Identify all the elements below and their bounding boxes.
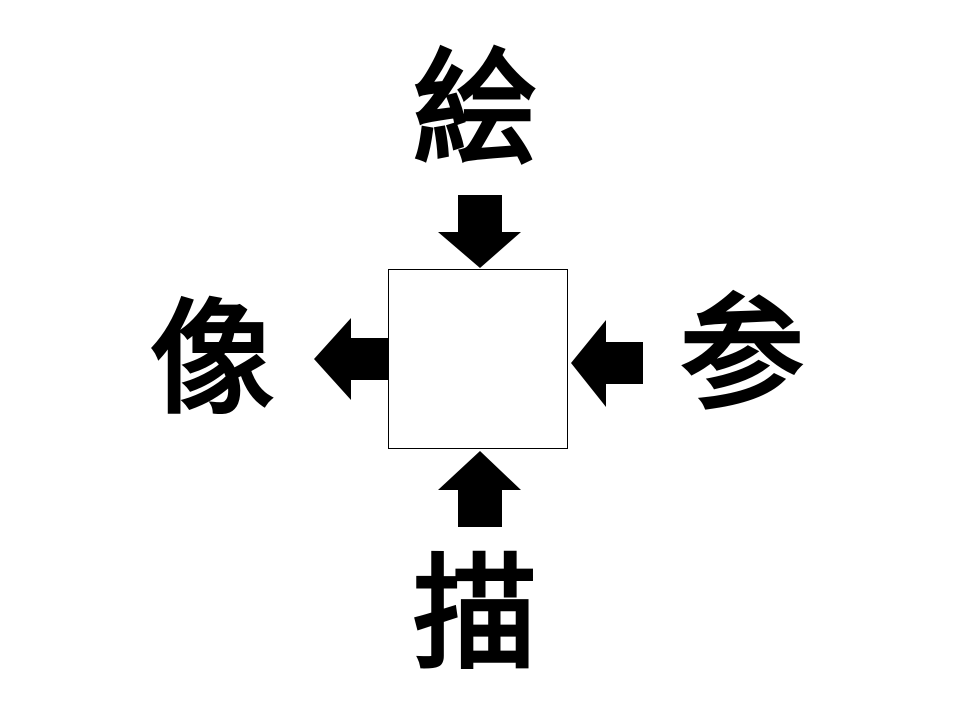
right-kanji: 参 [679,283,804,427]
arrow-left-icon [314,318,388,400]
answer-box[interactable] [388,269,568,449]
bottom-kanji: 描 [412,543,537,687]
arrow-left-icon [571,320,643,407]
top-kanji: 絵 [412,38,537,182]
left-kanji: 像 [149,288,274,432]
arrow-down-icon [438,195,521,268]
arrow-up-icon [438,451,521,527]
